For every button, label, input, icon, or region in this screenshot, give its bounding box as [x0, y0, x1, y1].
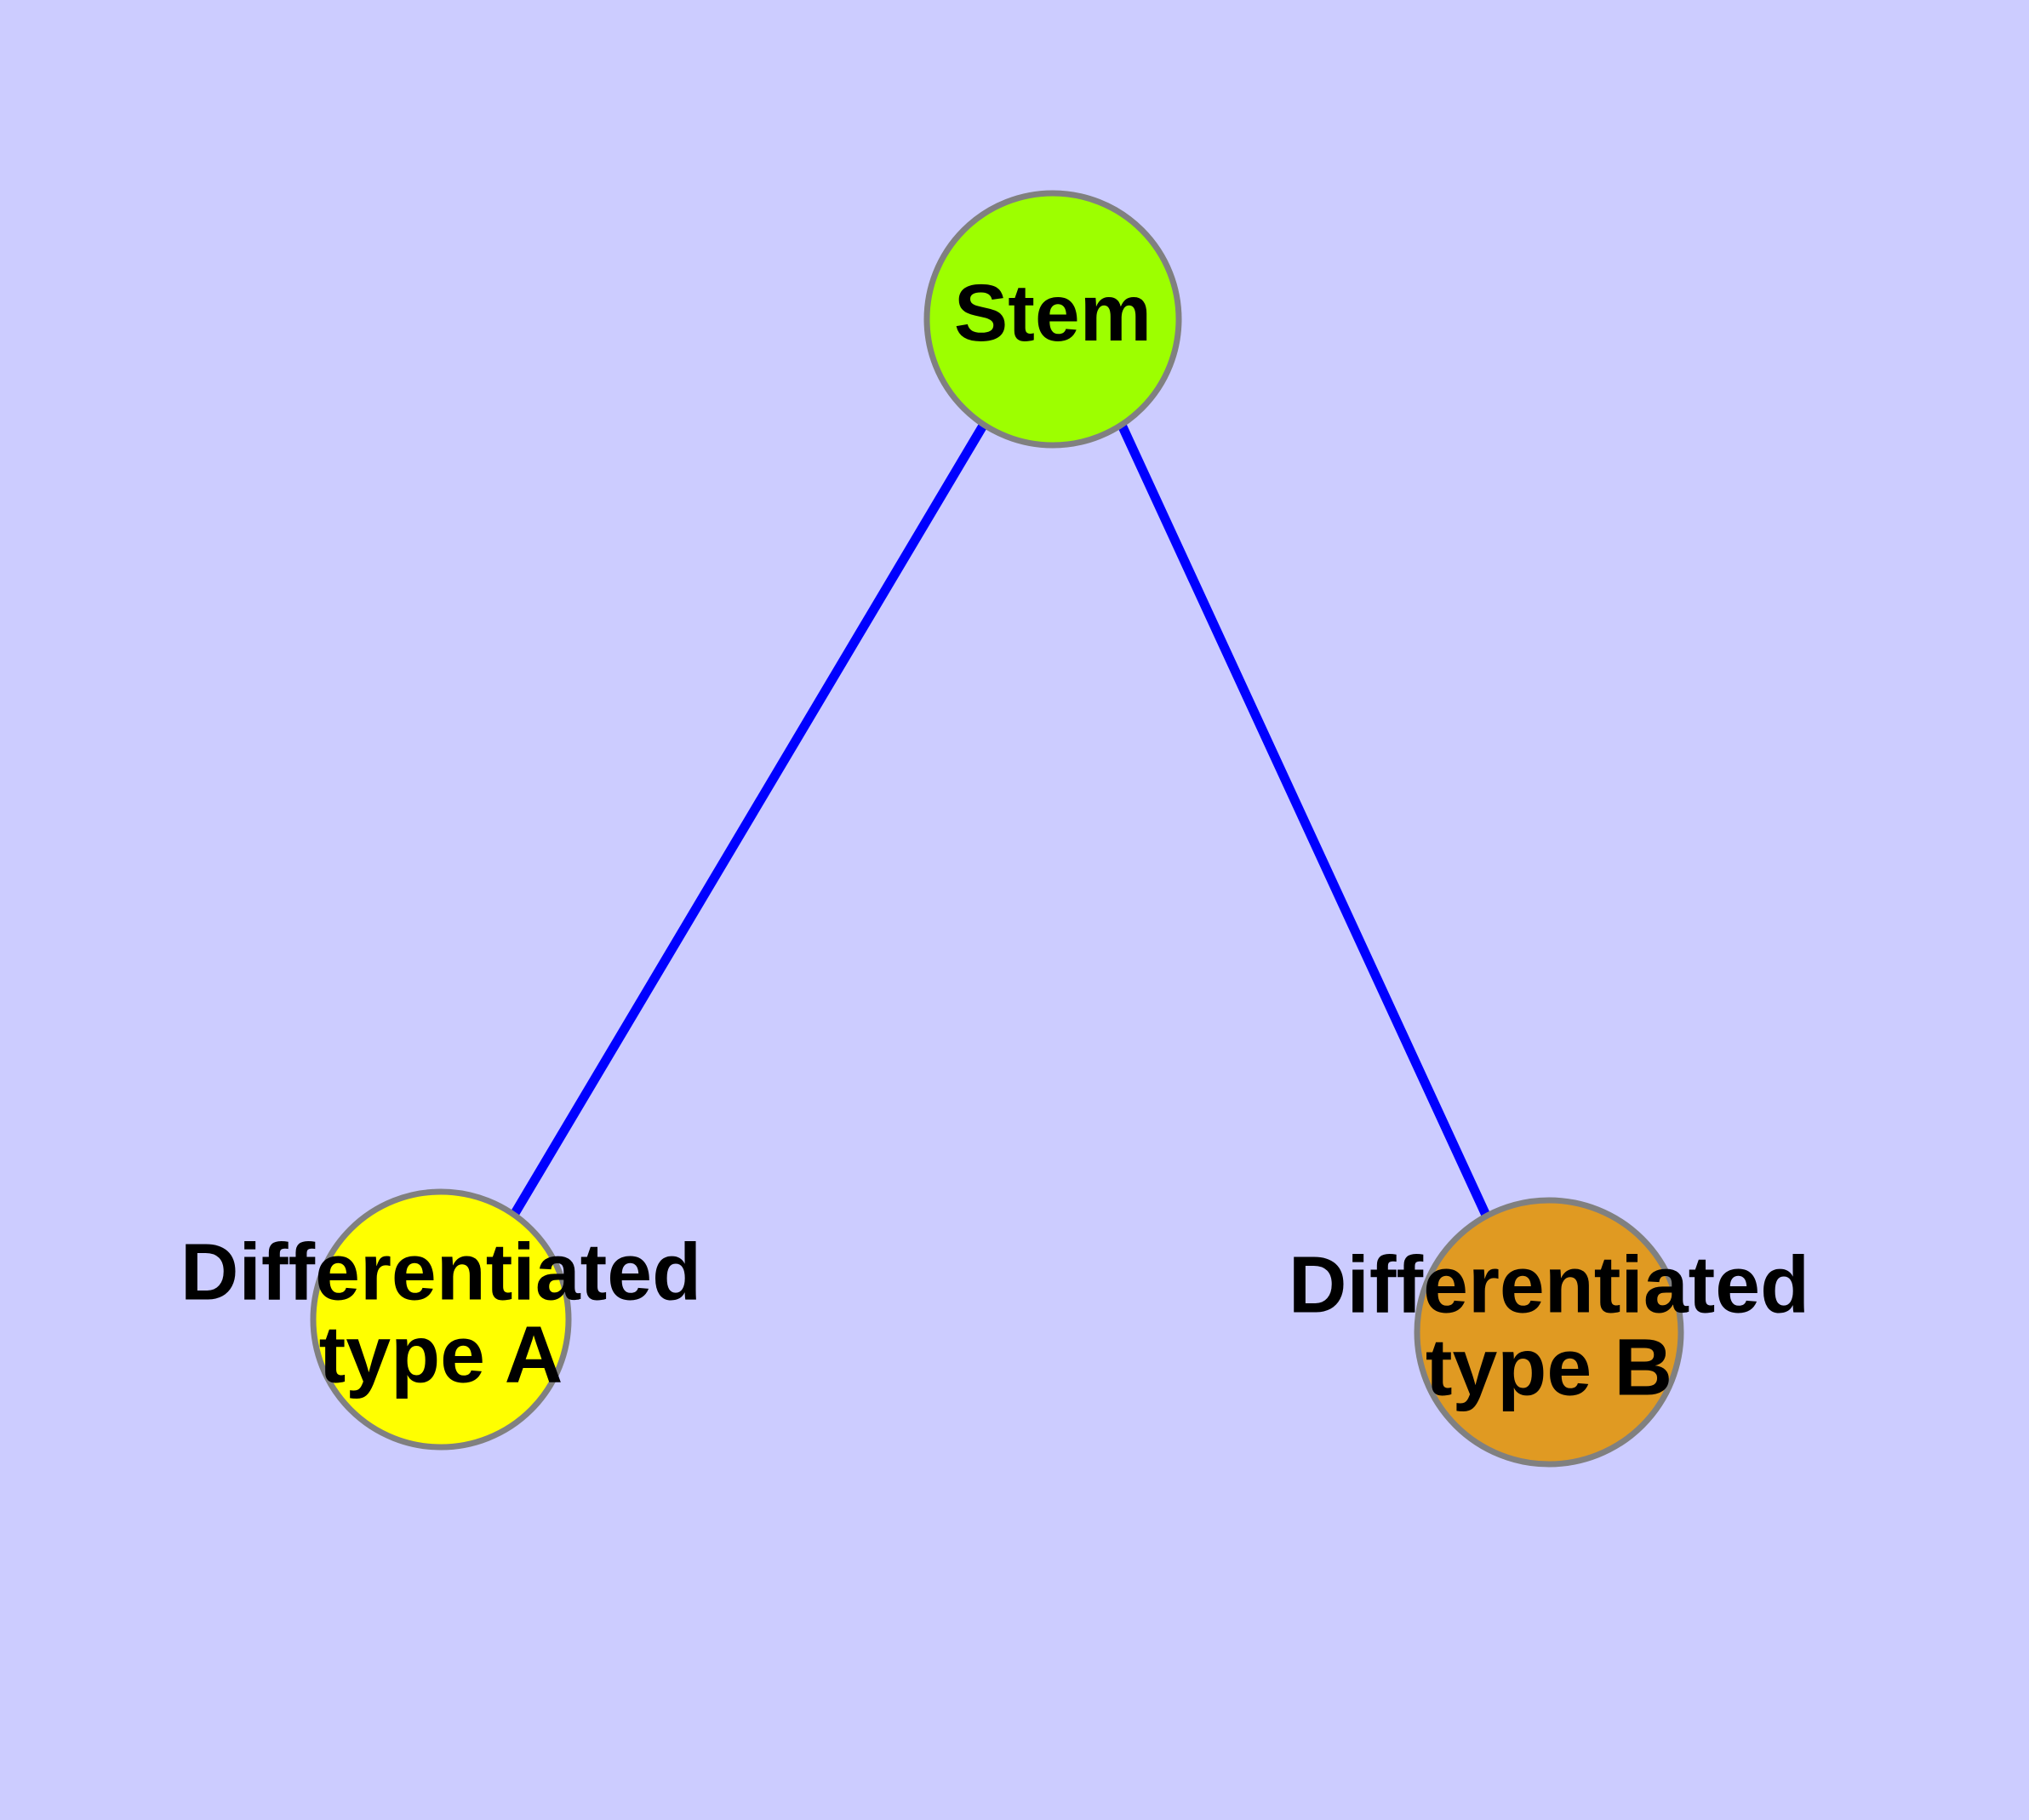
node-label-line: Differentiated [180, 1228, 701, 1318]
node-diff-b[interactable] [1414, 1197, 1684, 1468]
node-circle-diff-b[interactable] [1414, 1197, 1684, 1468]
node-label-line: type B [1426, 1323, 1672, 1413]
node-label-line: type A [319, 1310, 563, 1400]
edge-stem-to-diff-b[interactable] [1117, 421, 1493, 1223]
node-circle-diff-a[interactable] [310, 1188, 572, 1451]
edge-stem-to-diff-a[interactable] [507, 423, 987, 1222]
node-stem[interactable] [923, 190, 1182, 449]
node-label-line: Stem [954, 268, 1152, 358]
node-circle-stem[interactable] [923, 190, 1182, 449]
node-label-stem: Stem [954, 268, 1152, 358]
node-diff-a[interactable] [310, 1188, 572, 1451]
edge-group [507, 421, 1493, 1223]
node-label-line: Differentiated [1289, 1240, 1809, 1331]
node-group [310, 190, 1684, 1468]
